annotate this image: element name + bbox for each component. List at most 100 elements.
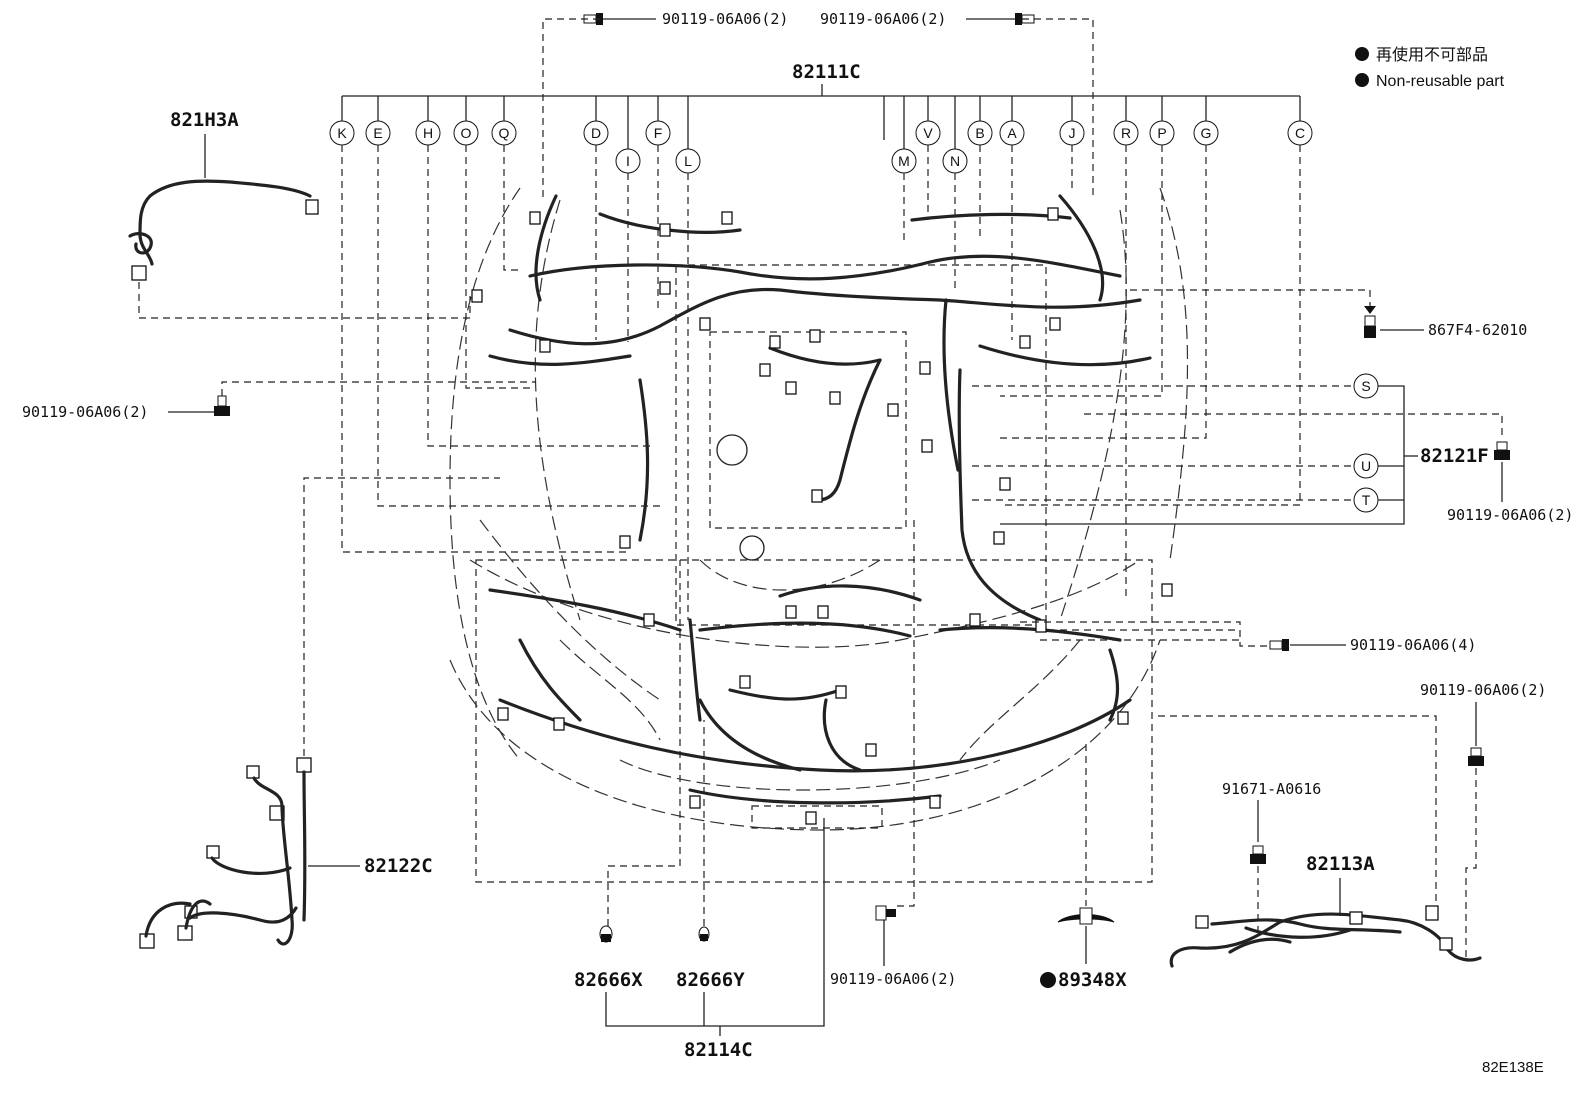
callout-g[interactable]: G: [1193, 120, 1219, 146]
svg-text:Q: Q: [499, 125, 510, 141]
bolt-label: 90119-06A06(4): [1350, 636, 1476, 654]
bolt-label: 90119-06A06(2): [662, 10, 788, 28]
svg-text:E: E: [373, 125, 382, 141]
harness-821h3a[interactable]: 821H3A: [128, 109, 471, 319]
bolt-icon: [875, 905, 896, 921]
callout-t[interactable]: T: [1353, 487, 1379, 513]
svg-text:B: B: [975, 125, 984, 141]
svg-text:C: C: [1295, 125, 1305, 141]
callout-m[interactable]: M: [891, 148, 917, 174]
callout-c[interactable]: C: [1287, 120, 1313, 146]
harness-82121f[interactable]: S U T 82121F 90119-06A06(2): [972, 373, 1573, 525]
callout-l[interactable]: L: [675, 148, 701, 174]
callout-b[interactable]: B: [967, 120, 993, 146]
part-89348x[interactable]: 89348X: [1040, 744, 1127, 991]
bolt-label: 90119-06A06(2): [1447, 506, 1573, 524]
harness-82113a[interactable]: 82113A: [1158, 715, 1482, 968]
part-label-89348x: 89348X: [1058, 969, 1127, 991]
main-harness-wires: [488, 194, 1152, 805]
svg-text:N: N: [950, 153, 960, 169]
svg-text:L: L: [684, 153, 692, 169]
callout-leaders: [341, 145, 1301, 620]
part-label-82114c: 82114C: [684, 1039, 753, 1061]
svg-text:F: F: [654, 125, 663, 141]
svg-text:K: K: [337, 125, 347, 141]
callout-k[interactable]: K: [329, 120, 355, 146]
bolt-icon: [1250, 845, 1266, 864]
bolt-icon: [1468, 747, 1484, 766]
svg-text:G: G: [1201, 125, 1212, 141]
svg-text:A: A: [1007, 125, 1017, 141]
callout-v[interactable]: V: [915, 120, 941, 146]
callout-h[interactable]: H: [415, 120, 441, 146]
bolt-right-lower[interactable]: 90119-06A06(2): [1420, 681, 1546, 958]
harness-82114c[interactable]: 82114C: [605, 818, 825, 1061]
callout-group: K E H O Q D I F L M V N B A J R P G C: [329, 96, 1313, 174]
part-label-82113a: 82113A: [1306, 853, 1375, 875]
part-number-867f4: 867F4-62010: [1428, 321, 1527, 339]
clip-82666y[interactable]: 82666Y: [676, 720, 745, 991]
callout-e[interactable]: E: [365, 120, 391, 146]
callout-q[interactable]: Q: [491, 120, 517, 146]
callout-p[interactable]: P: [1149, 120, 1175, 146]
bolt-label: 90119-06A06(2): [22, 403, 148, 421]
part-label-82121f: 82121F: [1420, 445, 1489, 467]
bolt-top-right[interactable]: 90119-06A06(2): [820, 10, 1035, 28]
legend-en-label: Non-reusable part: [1376, 73, 1505, 90]
callout-o[interactable]: O: [453, 120, 479, 146]
svg-text:D: D: [591, 125, 601, 141]
svg-text:V: V: [923, 125, 933, 141]
svg-text:T: T: [1362, 492, 1371, 508]
clip-icon: [1364, 306, 1376, 338]
legend-dot-icon: [1355, 73, 1369, 87]
part-867f4[interactable]: 867F4-62010: [1130, 289, 1527, 339]
bolt-91671[interactable]: 91671-A0616: [1222, 780, 1321, 936]
svg-text:M: M: [898, 153, 910, 169]
legend-jp-label: 再使用不可部品: [1376, 46, 1488, 64]
callout-j[interactable]: J: [1059, 120, 1085, 146]
svg-text:O: O: [461, 125, 472, 141]
svg-text:U: U: [1361, 458, 1371, 474]
bolt-label: 90119-06A06(2): [820, 10, 946, 28]
diagram-reference: 82E138E: [1482, 1059, 1544, 1076]
legend: 再使用不可部品 Non-reusable part: [1355, 46, 1505, 90]
bolt-icon: [1269, 639, 1289, 651]
svg-text:S: S: [1361, 378, 1370, 394]
callout-a[interactable]: A: [999, 120, 1025, 146]
part-number-91671: 91671-A0616: [1222, 780, 1321, 798]
legend-dot-icon: [1355, 47, 1369, 61]
callout-u[interactable]: U: [1353, 453, 1379, 479]
bolt-label: 90119-06A06(2): [830, 970, 956, 988]
part-label-82666x: 82666X: [574, 969, 643, 991]
callout-d[interactable]: D: [583, 120, 609, 146]
harness-82122c[interactable]: 82122C: [139, 477, 500, 949]
clip-82666x[interactable]: 82666X: [574, 560, 681, 991]
svg-text:I: I: [626, 153, 630, 169]
non-reusable-dot-icon: [1040, 972, 1056, 988]
svg-text:P: P: [1157, 125, 1166, 141]
part-label-82122c: 82122C: [364, 855, 433, 877]
svg-text:H: H: [423, 125, 433, 141]
harness-connectors: [471, 207, 1173, 825]
bolt-icon: [1494, 441, 1510, 460]
callout-n[interactable]: N: [942, 148, 968, 174]
bolt-bottom[interactable]: 90119-06A06(2): [830, 520, 956, 988]
bolt-icon: [214, 395, 230, 416]
bolt-left[interactable]: 90119-06A06(2): [22, 381, 536, 421]
part-label-82666y: 82666Y: [676, 969, 745, 991]
bolt-top-left[interactable]: 90119-06A06(2): [583, 10, 788, 28]
callout-i[interactable]: I: [615, 148, 641, 174]
part-label-82111c[interactable]: 82111C: [792, 61, 861, 83]
bolt-right-x4[interactable]: 90119-06A06(4): [1020, 621, 1476, 654]
svg-text:R: R: [1121, 125, 1131, 141]
callout-r[interactable]: R: [1113, 120, 1139, 146]
clip-icon: [1057, 907, 1115, 925]
clip-icon: [698, 926, 710, 942]
svg-text:J: J: [1069, 125, 1076, 141]
bolt-label: 90119-06A06(2): [1420, 681, 1546, 699]
vehicle-outline: [449, 187, 1189, 883]
part-label-821h3a: 821H3A: [170, 109, 239, 131]
clip-icon: [599, 925, 613, 943]
callout-s[interactable]: S: [1353, 373, 1379, 399]
callout-f[interactable]: F: [645, 120, 671, 146]
